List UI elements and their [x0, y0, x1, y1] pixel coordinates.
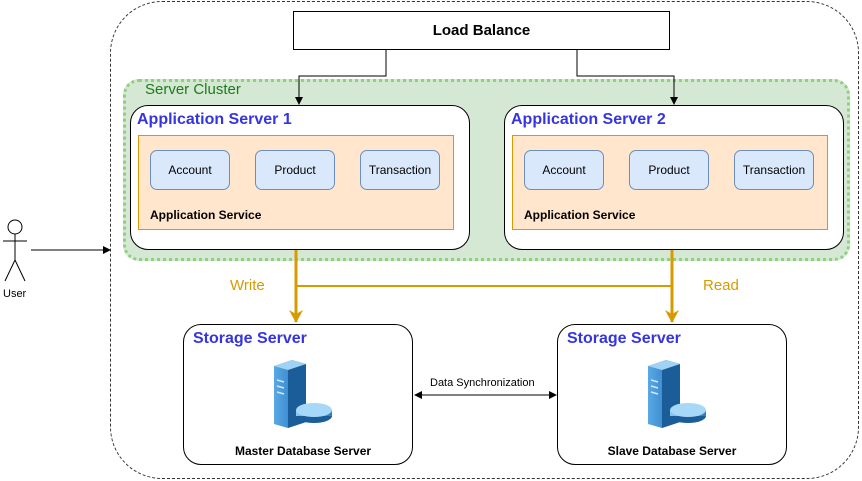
- transaction-module-1: Transaction: [360, 150, 440, 190]
- user-icon: [3, 219, 27, 282]
- load-balancer-node: Load Balance: [293, 11, 670, 50]
- database-server-icon: [274, 360, 332, 428]
- slave-database-server-label: Slave Database Server: [607, 444, 737, 458]
- data-sync-label: Data Synchronization: [430, 377, 535, 389]
- product-module-2: Product: [629, 150, 709, 190]
- transaction-module-2: Transaction: [734, 150, 814, 190]
- load-balancer-label: Load Balance: [432, 22, 531, 39]
- application-server-2-title: Application Server 2: [511, 111, 666, 128]
- write-label: Write: [230, 277, 265, 294]
- account-module-2: Account: [524, 150, 604, 190]
- account-module-1: Account: [150, 150, 230, 190]
- user-label: User: [3, 288, 27, 300]
- storage-server-master-title: Storage Server: [193, 330, 307, 347]
- application-service-2-label: Application Service: [524, 208, 636, 222]
- database-server-icon: [648, 360, 706, 428]
- lb-to-app2-edge: [576, 50, 678, 105]
- master-database-server-label: Master Database Server: [234, 444, 372, 458]
- application-server-1-title: Application Server 1: [137, 111, 292, 128]
- server-cluster-label: Server Cluster: [145, 81, 241, 98]
- read-label: Read: [703, 277, 739, 294]
- storage-server-slave-title: Storage Server: [567, 330, 681, 347]
- lb-to-app1-edge: [295, 50, 387, 105]
- application-service-1-label: Application Service: [150, 208, 262, 222]
- product-module-1: Product: [255, 150, 335, 190]
